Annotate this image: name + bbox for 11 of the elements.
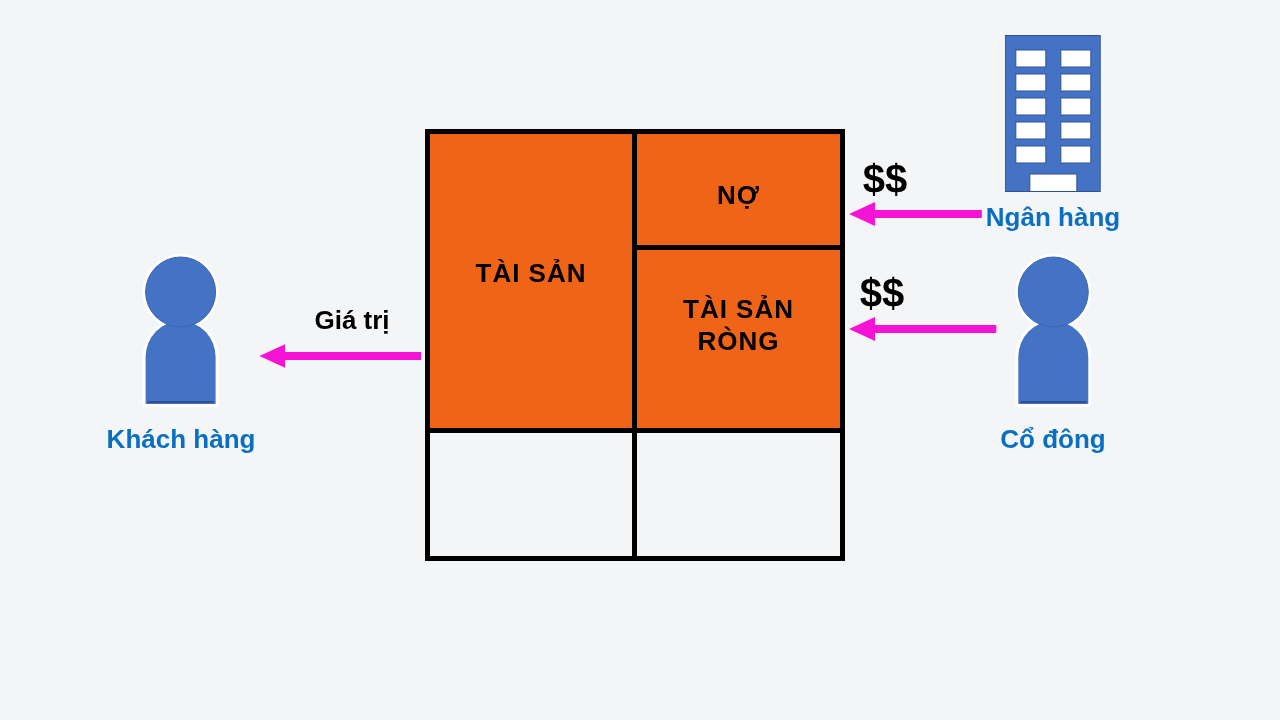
actor-label: Cổ đông: [1000, 424, 1106, 454]
balance-sheet-section: [637, 250, 845, 433]
empty-section: [637, 433, 845, 561]
actor-label: Khách hàng: [106, 424, 256, 454]
empty-section: [425, 433, 637, 561]
balance-sheet-section: [425, 129, 637, 433]
actor-label: Ngân hàng: [985, 202, 1121, 232]
balance-sheet-section: [637, 129, 845, 250]
section-label: TÀI SẢN: [475, 256, 587, 290]
section-label: TÀI SẢN RÒNG: [682, 292, 795, 358]
section-label: NỢ: [717, 179, 760, 212]
